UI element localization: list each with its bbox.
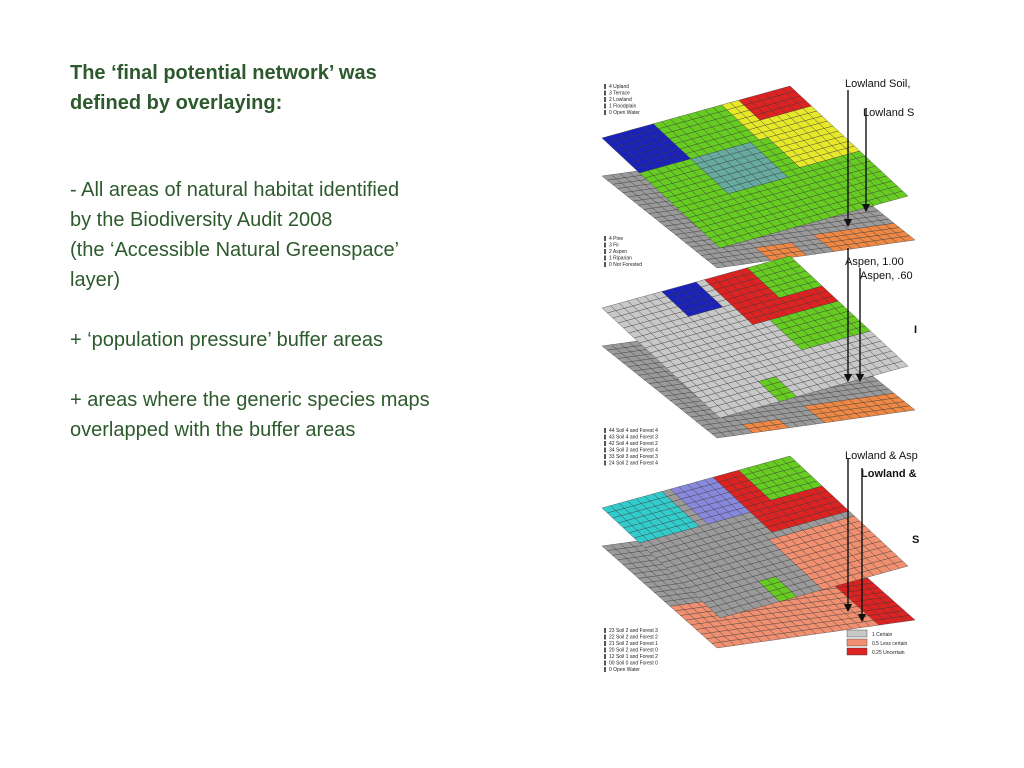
soil-layer: [601, 85, 909, 249]
bullet-line: overlapped with the buffer areas: [70, 419, 356, 441]
legend-certainty-item: 0.25 Uncertain: [872, 650, 905, 656]
bullet-line: + areas where the generic species maps: [70, 389, 430, 411]
callouts: Lowland Soil, Lowland S Aspen, 1.00Aspen, …: [845, 78, 919, 546]
legend-soil-item: 4 Upland: [609, 84, 629, 90]
legend-combo-item: 00 Soil 0 and Forest 0: [609, 661, 658, 667]
legend-combo-swatch: [604, 434, 606, 440]
legend-combo-item: 34 Soil 3 and Forest 4: [609, 448, 658, 454]
bullet-line: by the Biodiversity Audit 2008: [70, 209, 333, 231]
callout-lowland-s: Lowland S: [863, 107, 914, 119]
combo-layer: [601, 455, 909, 619]
legend-combo-swatch: [604, 628, 606, 633]
legend-combo-item: 0 Open Water: [609, 667, 640, 673]
legend-combo-item: 23 Soil 2 and Forest 3: [609, 628, 658, 634]
legend-combo-bottom: 23 Soil 2 and Forest 322 Soil 2 and Fore…: [604, 628, 658, 673]
callout-big-s: S: [912, 534, 919, 546]
legend-combo-item: 33 Soil 3 and Forest 3: [609, 454, 658, 460]
legend-soil-swatch: [604, 97, 606, 102]
bullet-species: + areas where the generic species maps o…: [70, 385, 570, 445]
legend-soil-item: 0 Open Water: [609, 110, 640, 116]
legend-soil-item: 1 Floodplain: [609, 104, 636, 110]
callout-lowland-asp: Lowland & Asp: [845, 450, 918, 462]
legend-forest-item: 0 Not Forested: [609, 262, 642, 268]
legend-certainty-swatch: [846, 638, 868, 647]
legend-combo-swatch: [604, 447, 606, 453]
legend-combo-swatch: [604, 441, 606, 446]
legend-combo-swatch: [604, 660, 606, 666]
legend-forest-swatch: [604, 255, 606, 261]
slide-title: The ‘final potential network’ was define…: [70, 58, 570, 118]
legend-combo-item: 12 Soil 1 and Forest 2: [609, 654, 658, 660]
legend-combo-swatch: [604, 428, 606, 433]
slide-body: - All areas of natural habitat identifie…: [70, 175, 570, 445]
bullet-line: + ‘population pressure’ buffer areas: [70, 329, 383, 351]
legend-certainty: 1 Certain 0.5 Less certain 0.25 Uncertain: [846, 629, 908, 656]
legend-combo-swatch: [604, 667, 606, 672]
legend-combo-item: 22 Soil 2 and Forest 2: [609, 635, 658, 641]
legend-combo-item: 20 Soil 2 and Forest 0: [609, 648, 658, 654]
legend-combo-item: 44 Soil 4 and Forest 4: [609, 428, 658, 434]
callout-lowland-soil: Lowland Soil,: [845, 78, 910, 90]
legend-combo-swatch: [604, 634, 606, 640]
callout-lowland-amp: Lowland &: [861, 468, 917, 480]
legend-combo-swatch: [604, 641, 606, 646]
legend-forest-item: 2 Aspen: [609, 249, 627, 255]
legend-combo-swatch: [604, 454, 606, 459]
legend-combo-item: 24 Soil 2 and Forest 4: [609, 461, 658, 467]
bullet-line: - All areas of natural habitat identifie…: [70, 179, 400, 201]
legend-combo-item: 21 Soil 2 and Forest 1: [609, 641, 658, 647]
legend-certainty-swatch: [846, 629, 868, 638]
title-line: The ‘final potential network’ was: [70, 62, 377, 84]
legend-combo-swatch: [604, 647, 606, 653]
legend-forest-item: 1 Riparian: [609, 256, 632, 262]
legend-soil-swatch: [604, 110, 606, 115]
legend-forest-item: 3 Fir: [609, 243, 619, 249]
bullet-population: + ‘population pressure’ buffer areas: [70, 325, 570, 355]
legend-forest-swatch: [604, 262, 606, 267]
arrows: [843, 90, 871, 623]
callout-big-i: I: [914, 324, 917, 336]
legend-combo-swatch: [604, 654, 606, 659]
legend-forest-swatch: [604, 249, 606, 254]
legend-combo-top: 44 Soil 4 and Forest 443 Soil 4 and Fore…: [604, 428, 658, 467]
callout-aspen-60: Aspen, .60: [860, 270, 913, 282]
legend-forest-swatch: [604, 242, 606, 248]
legend-forest-swatch: [604, 236, 606, 241]
bullet-line: layer): [70, 269, 121, 291]
legend-combo-item: 43 Soil 4 and Forest 3: [609, 435, 658, 441]
legend-soil-swatch: [604, 84, 606, 89]
callout-aspen-100: Aspen, 1.00: [845, 256, 904, 268]
slide-text: The ‘final potential network’ was define…: [70, 58, 570, 475]
legend-certainty-item: 0.5 Less certain: [872, 641, 908, 647]
bullet-line: (the ‘Accessible Natural Greenspace’: [70, 239, 400, 261]
legend-soil-swatch: [604, 90, 606, 96]
legend-certainty-item: 1 Certain: [872, 632, 893, 638]
legend-combo-item: 42 Soil 4 and Forest 2: [609, 441, 658, 447]
legend-soil-item: 3 Terrace: [609, 91, 630, 97]
legend-soil-swatch: [604, 103, 606, 109]
legend-combo-swatch: [604, 460, 606, 466]
legend-forest-item: 4 Pine: [609, 236, 623, 242]
legend-soil-item: 2 Lowland: [609, 97, 632, 103]
legend-certainty-swatch: [846, 647, 868, 656]
title-line: defined by overlaying:: [70, 92, 283, 114]
bullet-habitat: - All areas of natural habitat identifie…: [70, 175, 570, 295]
